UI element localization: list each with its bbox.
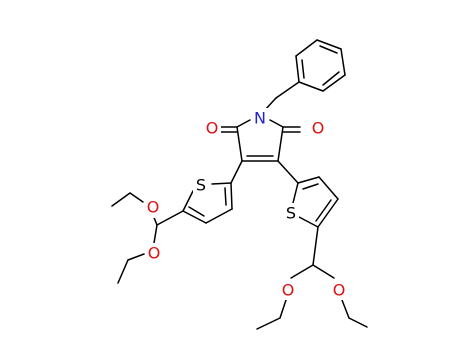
bond-left-thiophene-inner-1	[188, 206, 205, 217]
bond-right-o-right-ch2	[341, 299, 350, 319]
nitrogen-label: N	[254, 109, 266, 128]
ether-oxygen-left-lower: O	[145, 243, 163, 263]
bond-right-ch-o-left	[290, 264, 314, 279]
bond-benzene-1	[295, 39, 318, 57]
bond-benzene-inner-1	[319, 45, 338, 54]
bond-right-thiophene-inner-2	[315, 199, 332, 222]
bond-right-thiophene-inner-1	[302, 183, 319, 190]
bond-benzene-inner-2	[322, 71, 340, 86]
oxygen-label-right: O	[312, 119, 325, 138]
nitrogen-atom: N	[251, 108, 269, 128]
bond-left-thiophene-c2-s	[211, 182, 232, 185]
bond-right-ring-ch	[312, 226, 319, 266]
carbonyl-oxygen-left: O	[203, 119, 221, 139]
bond-c2-c3	[236, 126, 243, 162]
bond-benzene-4	[322, 74, 346, 92]
bond-left-ch2-ch3-upper	[111, 192, 131, 207]
bond-right-ch2-ch3-left	[256, 317, 281, 330]
bond-right-thiophene-c3-c4	[318, 176, 339, 200]
bond-c3-thienyl-left	[230, 160, 243, 184]
bond-left-o-lower-ch2	[127, 253, 145, 261]
carbonyl-oxygen-right: O	[309, 118, 327, 138]
bond-right-thiophene-c4-c5	[317, 198, 339, 228]
bond-benzene-2	[316, 39, 342, 50]
bond-n-c5	[269, 119, 284, 128]
bond-left-o-upper-ch2	[129, 192, 144, 203]
bonds	[111, 39, 368, 330]
bond-left-thiophene-c5-c4	[182, 210, 207, 224]
sulfur-atom-left: S	[193, 175, 209, 195]
bond-left-thiophene-c3-c2	[230, 182, 233, 210]
bond-n-c2	[236, 119, 251, 128]
ether-oxygen-right-left: O	[279, 280, 297, 300]
bond-right-thiophene-c2-c3	[297, 176, 320, 184]
bond-benzene-5	[298, 81, 324, 92]
sulfur-label-left: S	[196, 176, 206, 195]
ether-oxygen-left-upper: O	[144, 198, 162, 218]
bond-c4-thienyl-right	[277, 160, 299, 184]
oxygen-label-left-upper: O	[147, 198, 160, 217]
bond-right-ch-o-right	[312, 264, 335, 279]
bond-right-thiophene-c5-s	[298, 216, 319, 228]
oxygen-label-right-right: O	[333, 281, 346, 300]
bond-benzene-6	[295, 55, 300, 83]
oxygen-label-left-lower: O	[148, 244, 161, 263]
bond-c5-c4	[277, 126, 284, 162]
bond-left-thiophene-s-c5	[182, 190, 194, 212]
bond-left-thiophene-c4-c3	[205, 208, 233, 224]
sulfur-label-right: S	[286, 204, 296, 223]
oxygen-label-left: O	[206, 119, 219, 138]
ether-oxygen-right-right: O	[330, 280, 348, 300]
bond-right-o-left-ch2	[279, 299, 287, 319]
bond-benzene-inner-3	[301, 59, 305, 79]
sulfur-atom-right: S	[283, 203, 299, 223]
bond-right-thiophene-s-c2	[292, 182, 299, 204]
bond-left-thiophene-inner-2	[224, 187, 227, 206]
bond-ch2-ring	[275, 81, 300, 99]
bond-left-ch-ring	[156, 210, 184, 226]
oxygen-label-right-left: O	[282, 281, 295, 300]
atom-labels: N O O S S O O O	[144, 108, 348, 300]
bond-left-ch-o-lower	[153, 224, 158, 244]
bond-right-ch2-ch3-right	[348, 317, 368, 328]
bond-left-ch2-ch3-lower	[117, 259, 129, 284]
bond-benzene-3	[340, 48, 346, 76]
